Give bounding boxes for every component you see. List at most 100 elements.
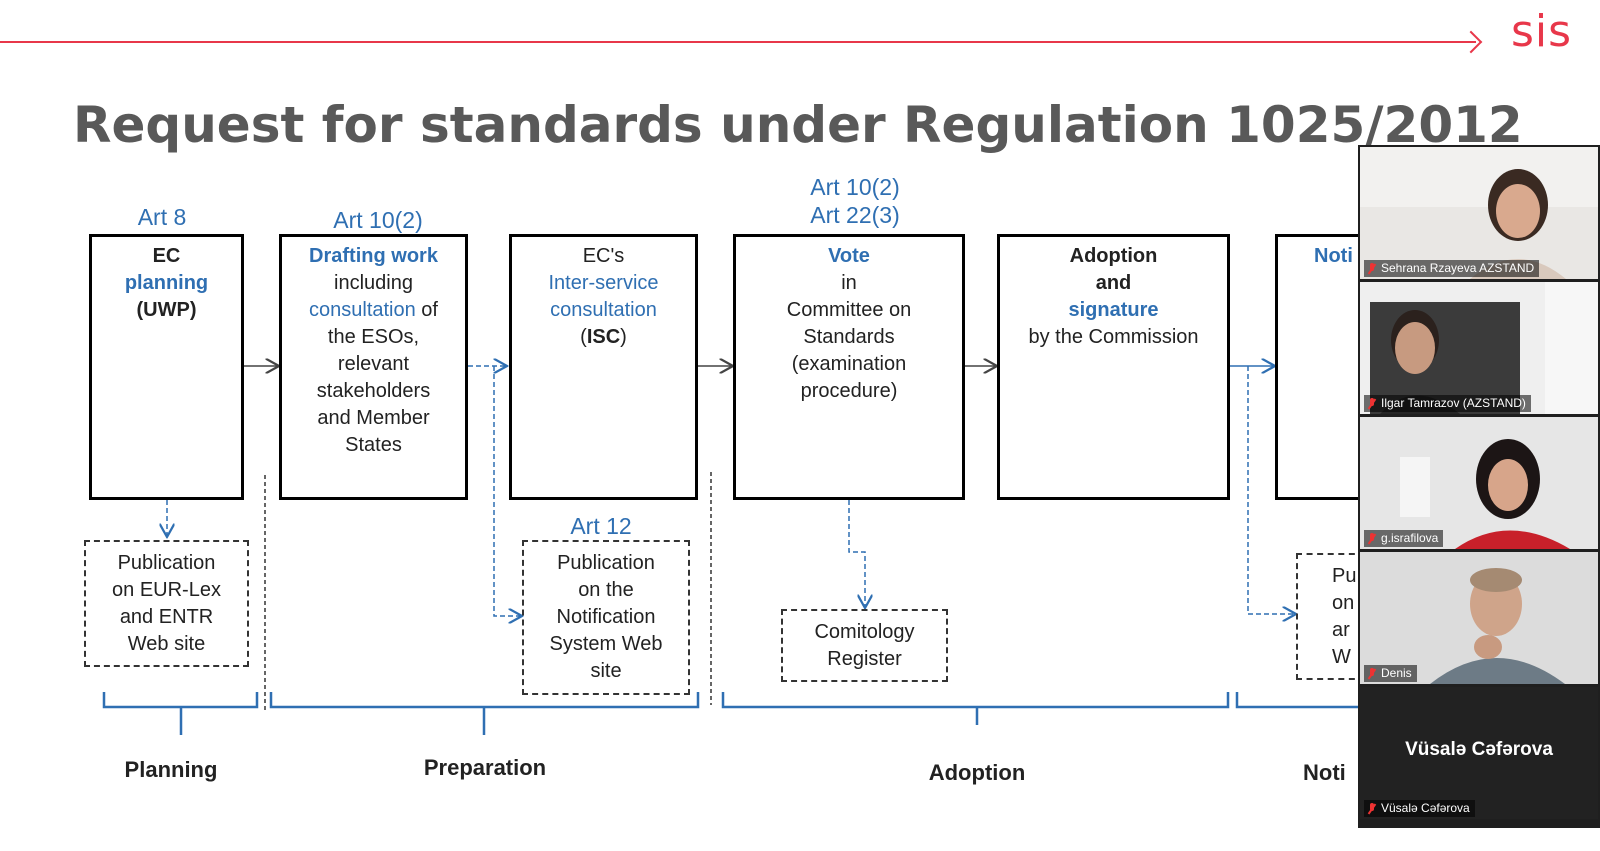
box-line: on the — [578, 579, 634, 601]
bracket-planning — [102, 692, 259, 735]
participant-video — [1360, 147, 1598, 279]
box-line: Notification — [556, 606, 656, 628]
slide-title: Request for standards under Regulation 1… — [73, 96, 1523, 154]
mic-muted-icon — [1367, 532, 1377, 545]
box-line: Comitology — [814, 621, 915, 643]
participant-tile[interactable]: Denis — [1360, 552, 1598, 684]
participant-nameplate: Ilgar Tamrazov (AZSTAND) — [1364, 395, 1531, 412]
box-line: (UWP) — [136, 299, 197, 321]
participant-name: Sehrana Rzayeva AZSTAND — [1381, 261, 1535, 275]
art-label: Art 12 — [570, 513, 632, 539]
box-line: Standards — [803, 326, 895, 348]
bracket-adoption — [721, 692, 1230, 725]
art-label: Art 8 — [137, 204, 187, 230]
arrow-adoption-publication — [1247, 366, 1296, 614]
box-line-part: consultation — [309, 299, 416, 321]
mic-muted-icon — [1367, 802, 1377, 815]
participant-nameplate: Vüsalə Cəfərova — [1364, 800, 1475, 817]
box-ec-planning: EC planning (UWP) — [89, 234, 244, 500]
box-line: Inter-service — [548, 272, 659, 294]
participant-nameplate: Denis — [1364, 665, 1417, 682]
phase-label-adoption: Adoption — [928, 760, 1026, 785]
box-line: (examination — [791, 353, 907, 375]
box-line: by the Commission — [1028, 326, 1199, 348]
participant-name: g.israfilova — [1381, 531, 1439, 545]
box-line: Drafting work — [309, 245, 438, 267]
participant-tile[interactable]: Vüsalə Cəfərova Vüsalə Cəfərova — [1360, 687, 1598, 819]
mic-muted-icon — [1367, 397, 1377, 410]
box-line-part: of — [415, 299, 438, 321]
box-line: on EUR-Lex — [112, 579, 221, 601]
box-line: ar — [1332, 619, 1350, 641]
box-line: and — [1095, 272, 1132, 294]
participant-video-panel: Sehrana Rzayeva AZSTAND Ilgar Tamrazov (… — [1358, 145, 1600, 828]
phase-label-preparation: Preparation — [423, 755, 547, 780]
participant-display-name: Vüsalə Cəfərova — [1405, 739, 1553, 760]
participant-tile[interactable]: g.israfilova — [1360, 417, 1598, 549]
header-line — [0, 41, 1476, 43]
participant-tile[interactable]: Sehrana Rzayeva AZSTAND — [1360, 147, 1598, 279]
mic-muted-icon — [1367, 262, 1377, 275]
sis-logo: sis — [1511, 6, 1573, 57]
box-line: in — [841, 272, 857, 294]
box-line: site — [590, 660, 622, 682]
box-line: Vote — [828, 245, 870, 267]
bracket-notification — [1235, 692, 1358, 709]
box-vote: Vote in Committee on Standards (examinat… — [733, 234, 965, 500]
box-line: planning — [124, 272, 209, 294]
box-line: Publication — [117, 552, 216, 574]
box-line: Committee on — [786, 299, 912, 321]
participant-video — [1360, 417, 1598, 549]
box-line: and Member — [317, 407, 430, 429]
participant-name: Ilgar Tamrazov (AZSTAND) — [1381, 396, 1526, 410]
art-label: Art 10(2) — [810, 174, 900, 200]
art-label: Art 10(2) — [333, 207, 423, 233]
box-line: States — [345, 434, 402, 456]
box-drafting-work: Drafting work including consultation of … — [279, 234, 468, 500]
box-line: Noti — [1314, 245, 1353, 267]
dashed-box-notification-system: Publication on the Notification System W… — [522, 540, 690, 695]
box-line: including — [334, 272, 413, 294]
participant-nameplate: g.israfilova — [1364, 530, 1444, 547]
bracket-preparation — [269, 692, 700, 735]
dashed-box-eurlex: Publication on EUR-Lex and ENTR Web site — [84, 540, 249, 667]
phase-label-planning: Planning — [124, 757, 218, 782]
box-line: Pu — [1332, 565, 1357, 587]
box-line: consultation — [550, 299, 657, 321]
mic-muted-icon — [1367, 667, 1377, 680]
box-line: System Web — [549, 633, 663, 655]
box-line: EC — [152, 245, 181, 267]
box-line: stakeholders — [316, 380, 431, 402]
box-line: consultation of — [282, 297, 465, 324]
box-line: EC's — [582, 245, 625, 267]
box-line: (ISC) — [512, 324, 695, 351]
box-adoption: Adoption and signature by the Commission — [997, 234, 1230, 500]
participant-video — [1360, 552, 1598, 684]
arrow-drafting-notifsystem — [493, 366, 522, 616]
participant-name: Denis — [1381, 666, 1412, 680]
art-label: Art 22(3) — [810, 202, 900, 228]
participant-nameplate: Sehrana Rzayeva AZSTAND — [1364, 260, 1540, 277]
box-line: Register — [827, 648, 902, 670]
box-line: procedure) — [800, 380, 898, 402]
box-line: Web site — [127, 633, 206, 655]
participant-tile[interactable]: Ilgar Tamrazov (AZSTAND) — [1360, 282, 1598, 414]
box-line: signature — [1068, 299, 1159, 321]
box-line: and ENTR — [119, 606, 214, 628]
box-line: on — [1332, 592, 1355, 614]
box-line: Adoption — [1069, 245, 1158, 267]
participant-name: Vüsalə Cəfərova — [1381, 801, 1470, 815]
box-line: W — [1332, 646, 1351, 668]
arrow-vote-comitology — [848, 500, 865, 608]
box-line-part: ( — [580, 326, 587, 348]
box-line-part: ) — [620, 326, 627, 348]
phase-label-notification: Noti — [1303, 760, 1346, 785]
box-line-part: ISC — [586, 326, 621, 348]
box-isc: EC's Inter-service consultation (ISC) — [509, 234, 698, 500]
dashed-box-comitology: Comitology Register — [781, 609, 948, 682]
box-line: the ESOs, — [327, 326, 420, 348]
box-line: Publication — [557, 552, 655, 574]
box-line: relevant — [337, 353, 410, 375]
